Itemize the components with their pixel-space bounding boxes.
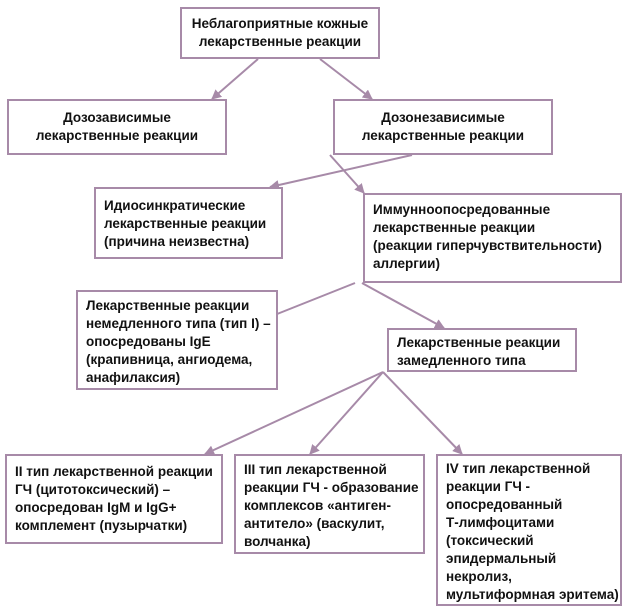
node-type-iv-line-3: опосредованный	[446, 497, 563, 512]
node-dose-independent: Дозонезависимые лекарственные реакции	[333, 99, 553, 155]
node-type-iii-line-4: антитело» (васкулит,	[244, 516, 385, 531]
node-idiosyncratic-line-3: (причина неизвестна)	[104, 234, 250, 249]
node-delayed-type-line-2: замедленного типа	[397, 353, 526, 368]
node-type-iv-line-7: некролиз,	[446, 569, 512, 584]
node-type-iii: III тип лекарственной реакции ГЧ - образ…	[234, 454, 425, 554]
node-immune-mediated: Иммунноопосредованные лекарственные реак…	[363, 193, 622, 283]
arrow-dose-independent-to-immune-mediated	[329, 154, 365, 194]
node-immune-mediated-line-2: лекарственные реакции	[373, 220, 536, 235]
arrow-dose-independent-to-idiosyncratic	[269, 154, 413, 190]
arrow-delayed-type-to-type-ii	[204, 371, 384, 455]
arrow-immune-mediated-to-delayed-type	[361, 282, 445, 329]
node-root-line-1: Неблагоприятные кожные	[191, 16, 369, 31]
node-type-iv: IV тип лекарственной реакции ГЧ - опосре…	[436, 454, 622, 606]
node-immediate-type-line-2: немедленного типа (тип I) –	[86, 316, 271, 331]
node-dose-dependent: Дозозависимые лекарственные реакции	[7, 99, 227, 155]
node-immediate-type-line-4: (крапивница, ангиодема,	[86, 352, 253, 367]
node-type-iv-line-5: (токсический	[446, 533, 534, 548]
node-root: Неблагоприятные кожные лекарственные реа…	[180, 7, 380, 59]
node-dose-independent-line-1: Дозонезависимые	[381, 110, 505, 125]
node-type-ii: II тип лекарственной реакции ГЧ (цитоток…	[5, 454, 223, 544]
arrow-delayed-type-to-type-iii	[309, 371, 384, 455]
node-delayed-type: Лекарственные реакции замедленного типа	[387, 328, 577, 372]
node-immediate-type: Лекарственные реакции немедленного типа …	[76, 290, 278, 390]
arrow-root-to-dose-independent	[319, 58, 373, 100]
node-idiosyncratic: Идиосинкратические лекарственные реакции…	[94, 187, 283, 259]
node-delayed-type-line-1: Лекарственные реакции	[397, 335, 561, 350]
node-type-iii-line-1: III тип лекарственной	[244, 462, 387, 477]
node-immediate-type-line-5: анафилаксия)	[86, 370, 181, 385]
node-dose-dependent-line-1: Дозозависимые	[63, 110, 171, 125]
node-immediate-type-line-1: Лекарственные реакции	[86, 298, 250, 313]
node-type-iv-line-8: мультиформная эритема)	[446, 587, 619, 602]
node-type-iii-line-2: реакции ГЧ - образование	[244, 480, 419, 495]
node-type-iv-line-2: реакции ГЧ -	[446, 479, 531, 494]
node-root-line-2: лекарственные реакции	[198, 34, 362, 49]
node-immediate-type-line-3: опосредованы IgE	[86, 334, 211, 349]
node-type-iv-line-1: IV тип лекарственной	[446, 461, 591, 476]
node-dose-independent-line-2: лекарственные реакции	[361, 128, 525, 143]
node-type-iv-line-6: эпидермальный	[446, 551, 557, 566]
node-type-iii-line-5: волчанка)	[244, 534, 311, 549]
node-immune-mediated-line-4: аллергии)	[373, 256, 440, 271]
node-type-ii-line-3: опосредован IgM и IgG+	[15, 500, 177, 515]
node-dose-dependent-line-2: лекарственные реакции	[35, 128, 199, 143]
node-type-ii-line-2: ГЧ (цитотоксический) –	[15, 482, 171, 497]
node-type-iv-line-4: Т-лимфоцитами	[446, 515, 555, 530]
node-type-ii-line-1: II тип лекарственной реакции	[15, 464, 213, 479]
node-immune-mediated-line-1: Иммунноопосредованные	[373, 202, 551, 217]
node-type-iii-line-3: комплексов «антиген-	[244, 498, 391, 513]
node-immune-mediated-line-3: (реакции гиперчувствительности)	[373, 238, 602, 253]
node-idiosyncratic-line-2: лекарственные реакции	[104, 216, 267, 231]
node-idiosyncratic-line-1: Идиосинкратические	[104, 198, 246, 213]
arrow-delayed-type-to-type-iv	[382, 371, 463, 455]
arrow-root-to-dose-dependent	[211, 58, 259, 100]
node-type-ii-line-4: комплемент (пузырчатки)	[15, 518, 188, 533]
